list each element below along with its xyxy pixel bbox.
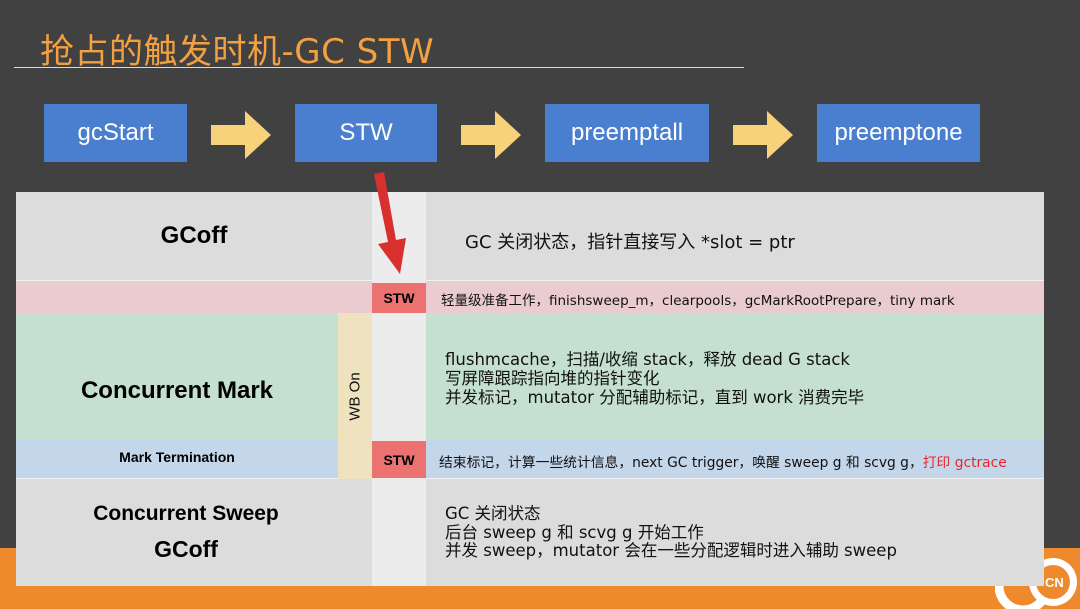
flow-arrow-icon	[461, 111, 521, 159]
flow-step-preemptall: preemptall	[545, 104, 709, 162]
desc-text: 结束标记，计算一些统计信息，next GC trigger，唤醒 sweep g…	[439, 455, 923, 471]
desc-line: 后台 sweep g 和 scvg g 开始工作	[445, 522, 704, 542]
desc-line: 并发标记，mutator 分配辅助标记，直到 work 消费完毕	[445, 388, 865, 407]
write-barrier-label: WB On	[346, 371, 364, 421]
desc-line: 写屏障跟踪指向堆的指针变化	[445, 369, 660, 388]
row-gcoff	[16, 192, 1044, 280]
row-stw-prepare	[16, 281, 1044, 313]
desc-line: GC 关闭状态	[445, 504, 541, 523]
row-concurrent-mark	[16, 313, 1044, 440]
flow-step-preemptone: preemptone	[817, 104, 980, 162]
desc-line: 并发 sweep，mutator 会在一些分配逻辑时进入辅助 sweep	[445, 541, 897, 560]
phase-label-concurrent-mark: Concurrent Mark	[80, 376, 274, 404]
row-mark-termination	[16, 440, 1044, 478]
phase-label-gcoff: GCoff	[160, 222, 228, 249]
flow-step-stw: STW	[295, 104, 437, 162]
row-concurrent-sweep	[16, 479, 1044, 586]
pointer-arrow-icon	[374, 172, 406, 274]
phase-label-concurrent-sweep: Concurrent Sweep	[93, 502, 279, 525]
flow-step-gcstart: gcStart	[44, 104, 187, 162]
desc-concurrent-mark: flushmcache，扫描/收缩 stack，释放 dead G stack …	[445, 350, 864, 407]
desc-stw-prepare: 轻量级准备工作，finishsweep_m，clearpools，gcMarkR…	[441, 293, 955, 309]
logo-text: CN	[1045, 575, 1064, 590]
desc-gcoff: GC 关闭状态，指针直接写入 *slot = ptr	[465, 232, 795, 253]
flow-arrow-icon	[211, 111, 271, 159]
slide-title: 抢占的触发时机-GC STW	[40, 32, 435, 72]
desc-mark-termination: 结束标记，计算一些统计信息，next GC trigger，唤醒 sweep g…	[439, 451, 1007, 471]
flow-arrow-icon	[733, 111, 793, 159]
desc-highlight: 打印 gctrace	[922, 455, 1007, 471]
stw-badge-prepare: STW	[372, 283, 426, 313]
write-barrier-bar	[338, 313, 372, 479]
phase-label-mark-termination: Mark Termination	[119, 449, 235, 465]
stw-badge-termination: STW	[372, 441, 426, 478]
title-divider	[14, 67, 744, 68]
desc-concurrent-sweep: GC 关闭状态 后台 sweep g 和 scvg g 开始工作 并发 swee…	[445, 504, 897, 561]
desc-line: flushmcache，扫描/收缩 stack，释放 dead G stack	[445, 350, 850, 369]
phase-label-sweep-gcoff: GCoff	[154, 535, 218, 562]
